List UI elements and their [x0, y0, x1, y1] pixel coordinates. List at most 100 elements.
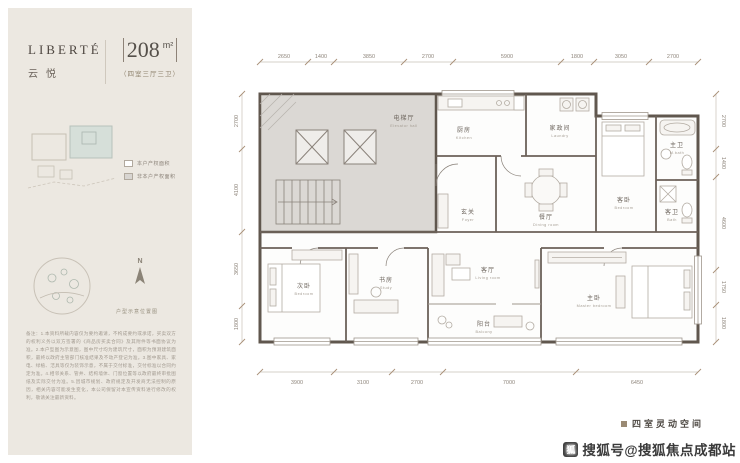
elevator-icon [295, 129, 377, 165]
floorplan-drawing: 2650 1400 3850 2700 5900 1800 3050 2700 … [234, 54, 726, 386]
plan-caption: 四室灵动空间 [620, 417, 704, 430]
dim-right-3: 1750 [720, 281, 726, 293]
room-label-guest-cn: 客卧 [617, 196, 631, 204]
dimension-ticks [238, 58, 720, 376]
room-label-dining-cn: 餐厅 [539, 213, 553, 221]
dim-right-1: 1400 [720, 157, 726, 169]
room-labels: 电梯厅 Elevator hall 厨房 Kitchen 家政间 Laundry… [295, 114, 685, 334]
location-caption: 户型示意位置图 [116, 309, 159, 315]
balcony-plants-icon [437, 315, 535, 331]
room-label-laundry-en: Laundry [551, 134, 568, 138]
room-label-living-cn: 客厅 [481, 266, 495, 274]
caption-text: 四室灵动空间 [631, 419, 704, 429]
master-bath-fixtures-icon [659, 119, 696, 176]
room-label-mbath-cn: 主卫 [670, 141, 684, 149]
sofa-icon [431, 253, 540, 297]
dim-right-0: 2700 [720, 115, 726, 127]
foyer-cabinet-icon [437, 193, 449, 229]
dim-bottom-0: 3900 [291, 380, 303, 386]
dim-top-1: 1400 [315, 54, 327, 60]
site-plan-diagram [27, 125, 117, 189]
staircase-icon [275, 179, 341, 225]
area-value: 208 [126, 37, 160, 62]
area-description: （四室三厅三卫） [120, 71, 180, 78]
room-label-study-en: Study [380, 286, 392, 290]
caption-bullet-icon [620, 420, 627, 427]
dimension-lines [241, 61, 717, 373]
guest-bath-fixtures-icon [659, 185, 693, 224]
brand-block: LIBERTÉ 云悦 [28, 42, 102, 80]
room-label-core-en: Elevator hall [390, 124, 417, 128]
guest-bed-icon [601, 121, 645, 177]
legend-public-label: 非本户产权面积 [137, 174, 176, 180]
dim-bottom-4: 6450 [631, 380, 643, 386]
dim-top-0: 2650 [278, 54, 290, 60]
legend-public-swatch [124, 173, 133, 180]
compass-needle-icon [135, 267, 145, 284]
dim-top-4: 5900 [501, 54, 513, 60]
dim-right-2: 4600 [720, 217, 726, 229]
watermark: 狐 搜狐号@搜狐焦点成都站 [563, 439, 736, 459]
dim-top-3: 2700 [422, 54, 434, 60]
dim-bottom-2: 2700 [411, 380, 423, 386]
room-label-balcony-cn: 阳台 [477, 320, 491, 328]
brand-name: LIBERTÉ [28, 42, 102, 57]
room-label-bath2-cn: 客卫 [665, 208, 679, 216]
dim-right-4: 1800 [720, 317, 726, 329]
room-label-master-en: Master bedroom [577, 304, 612, 308]
legend-own-label: 本户产权面积 [137, 161, 171, 167]
second-bed-icon [267, 249, 343, 313]
room-label-foyer-cn: 玄关 [461, 208, 475, 216]
legend-own: 本户产权面积 [124, 160, 176, 167]
room-label-core-cn: 电梯厅 [393, 114, 414, 122]
room-label-foyer-en: Foyer [462, 218, 474, 222]
room-label-master-cn: 主卧 [587, 294, 601, 302]
interior-walls [260, 94, 698, 342]
floorplan-area: 2650 1400 3850 2700 5900 1800 3050 2700 … [196, 4, 740, 440]
windows [273, 90, 702, 346]
highlighted-unit [69, 125, 113, 159]
legend-public: 非本户产权面积 [124, 173, 176, 180]
room-label-kitchen-cn: 厨房 [457, 126, 471, 134]
dim-top-7: 2700 [667, 54, 679, 60]
room-label-mbath-en: M.bath [670, 151, 685, 155]
legend-own-swatch [124, 160, 133, 167]
study-desk-icon [348, 253, 399, 314]
landscape-plan-diagram [33, 257, 91, 315]
room-label-bed2-en: Bedroom [295, 292, 314, 296]
dim-left-0: 2700 [234, 115, 240, 127]
laundry-machines-icon [559, 97, 590, 112]
dim-bottom-3: 7000 [503, 380, 515, 386]
dimension-labels: 2650 1400 3850 2700 5900 1800 3050 2700 … [234, 54, 726, 386]
dim-top-5: 1800 [571, 54, 583, 60]
legend: 本户产权面积 非本户产权面积 [124, 160, 176, 186]
disclaimer-text: 备注：1.本资料所载内容仅为要约邀请，不构成要约或承诺，买卖双方的权利义务以双方… [26, 331, 176, 400]
room-label-bath2-en: Bath [667, 218, 677, 222]
dim-bottom-1: 3100 [357, 380, 369, 386]
room-label-guest-en: Bedroom [615, 206, 634, 210]
sohu-logo-icon: 狐 [563, 441, 579, 457]
room-label-laundry-cn: 家政间 [549, 124, 570, 132]
room-label-study-cn: 书房 [379, 276, 393, 284]
area-bracket-left [122, 38, 124, 62]
room-label-bed2-cn: 次卧 [297, 282, 311, 290]
compass: N [132, 258, 148, 292]
dining-table-icon [524, 168, 568, 212]
dim-top-6: 3050 [615, 54, 627, 60]
dim-left-3: 1800 [234, 318, 240, 330]
brand-name-cn: 云悦 [28, 69, 64, 80]
area-bracket-right [176, 38, 178, 62]
sidebar: LIBERTÉ 云悦 208 m² （四室三厅三卫） [8, 8, 192, 455]
room-label-dining-en: Dining room [533, 223, 559, 227]
core-hatch [259, 93, 297, 131]
room-label-kitchen-en: Kitchen [456, 136, 472, 140]
watermark-text: 搜狐号@搜狐焦点成都站 [582, 443, 736, 458]
room-label-living-en: Living room [475, 276, 500, 280]
dim-top-2: 3850 [363, 54, 375, 60]
dim-left-1: 4100 [234, 184, 240, 196]
area-block: 208 m² （四室三厅三卫） [114, 37, 186, 79]
dim-left-2: 3650 [234, 263, 240, 275]
brand-divider [105, 40, 106, 84]
compass-label: N [137, 258, 143, 265]
kitchen-counter-icon [437, 95, 525, 111]
